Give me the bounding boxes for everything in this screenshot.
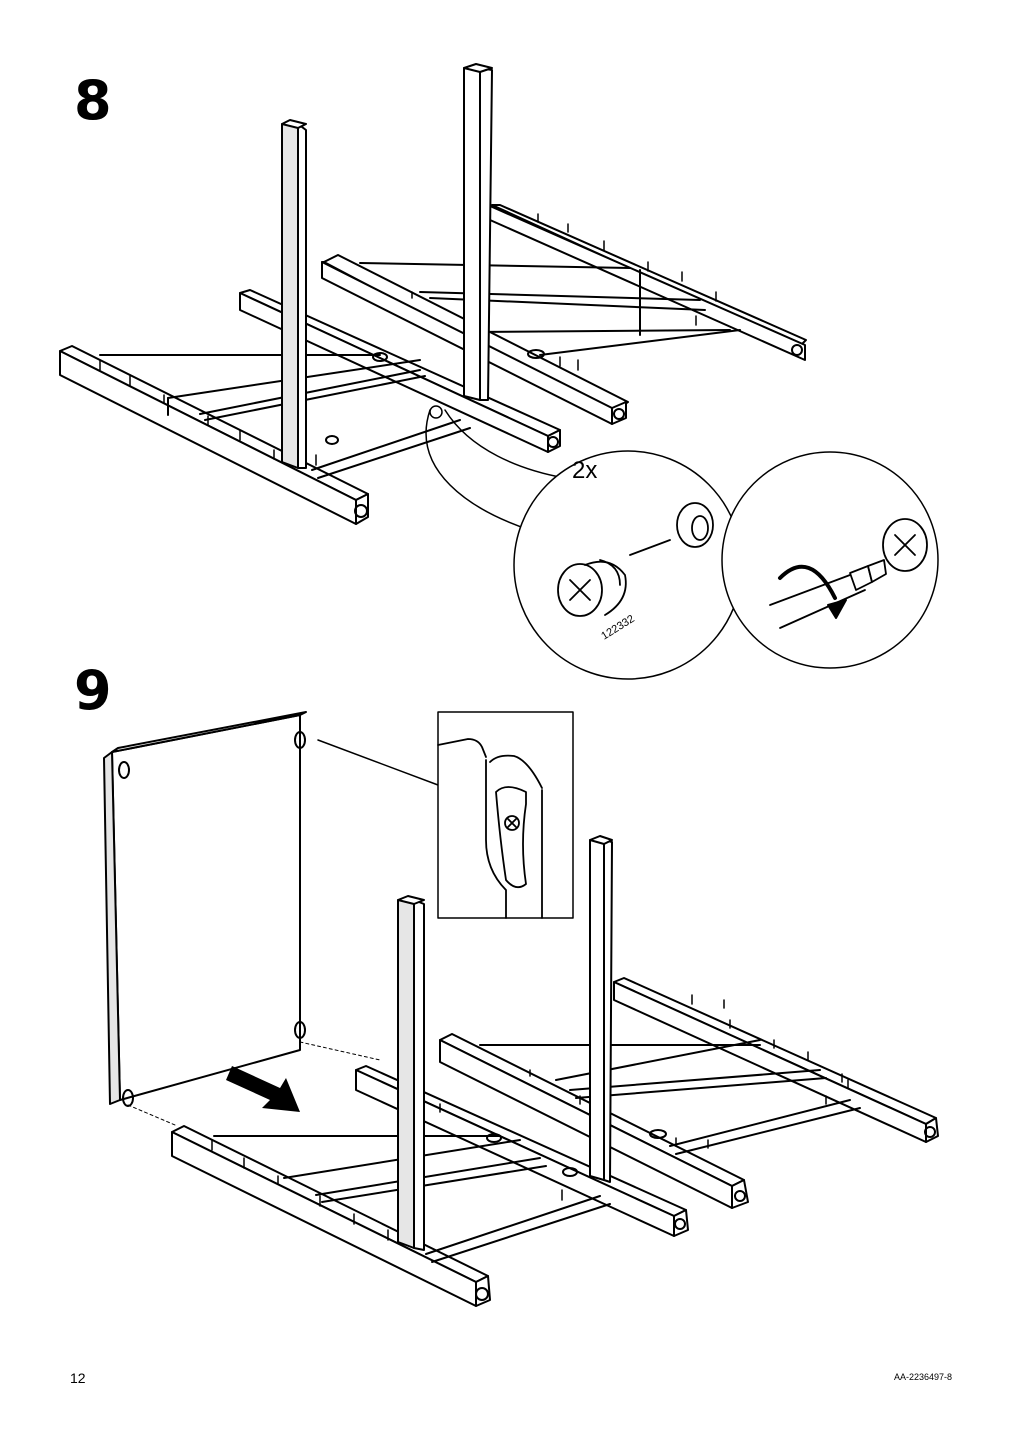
leg-front (281, 119, 307, 469)
front-frame (59, 289, 561, 525)
step-9-number: 9 (74, 659, 112, 722)
step-9-frame-illustration (103, 711, 939, 1307)
document-code: AA-2236497-8 (894, 1372, 953, 1382)
back-frame-step-9 (439, 977, 939, 1209)
leg-back-step-9 (589, 835, 613, 1183)
leg-front-step-9 (397, 895, 425, 1251)
cam-lock-icon (557, 502, 714, 617)
tighten-detail-circle (721, 451, 939, 669)
push-arrow-icon (226, 1066, 300, 1112)
step-8-number: 8 (74, 69, 112, 132)
screwdriver-icon (769, 518, 928, 629)
bracket-icon (437, 738, 543, 919)
page-number: 12 (70, 1370, 86, 1386)
back-frame (321, 204, 807, 425)
leg-back (463, 63, 493, 401)
back-panel (103, 711, 307, 1107)
cam-lock-detail-circle (513, 450, 743, 680)
rotation-arrow-icon (778, 564, 847, 619)
step-8-frame-illustration: 122332 2x (59, 63, 939, 680)
quantity-label: 2x (572, 457, 597, 484)
